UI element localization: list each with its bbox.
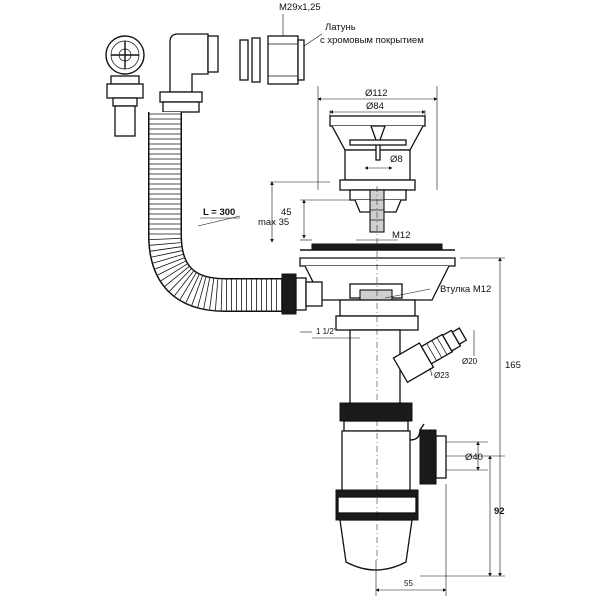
hose-side-nut (281, 273, 323, 315)
dim92-label: 92 (494, 506, 505, 517)
hose-ring (197, 277, 207, 308)
bushing-label: Втулка M12 (440, 284, 491, 295)
hose-ring (164, 266, 190, 287)
hose-length-leader (197, 215, 241, 227)
hose-length-label: L = 300 (203, 207, 235, 218)
hose-ring (160, 263, 188, 282)
d112-label: Ø112 (365, 88, 388, 99)
hose-ring (220, 279, 223, 311)
d40-label: Ø40 (465, 452, 483, 463)
dim55-label: 55 (404, 579, 413, 588)
hose-ring (157, 260, 186, 276)
d8-label: Ø8 (390, 154, 403, 165)
thread-label: M29x1,25 (279, 2, 321, 13)
dim45-label: 45 (281, 207, 292, 218)
overflow-elbow (159, 33, 219, 113)
hose-ring (203, 278, 211, 309)
d84-label: Ø84 (366, 101, 384, 112)
strainer-basket (317, 86, 438, 233)
max35-label: max 35 (258, 217, 289, 228)
hose-ring (149, 242, 181, 246)
hose-ring (191, 275, 203, 306)
hose-ring (149, 238, 181, 240)
corrugated-hose (148, 112, 285, 312)
appliance-inlet (392, 327, 468, 384)
brass-label: Латунь (325, 22, 356, 33)
overflow-grille (105, 35, 145, 137)
d23-label: Ø23 (434, 371, 450, 380)
m12-label: M12 (392, 230, 410, 241)
hose-ring (185, 274, 200, 303)
chrome-label: с хромовым покрытием (320, 35, 424, 46)
hose-ring (209, 278, 215, 310)
hose-ring (151, 250, 182, 258)
hose-ring (169, 268, 192, 292)
hose-ring (215, 279, 219, 311)
hose-ring (174, 270, 194, 297)
dim165-label: 165 (505, 360, 521, 371)
siphon-pipe (335, 329, 488, 571)
thread-1-5-label: 1 1/2" (316, 327, 337, 336)
hose-ring (154, 257, 185, 270)
d20-label: Ø20 (462, 357, 478, 366)
sink-drain-body (299, 243, 456, 331)
hose-ring (150, 246, 182, 252)
hose-ring (152, 254, 184, 264)
hose-ring (179, 272, 197, 300)
brass-nut (239, 35, 305, 85)
